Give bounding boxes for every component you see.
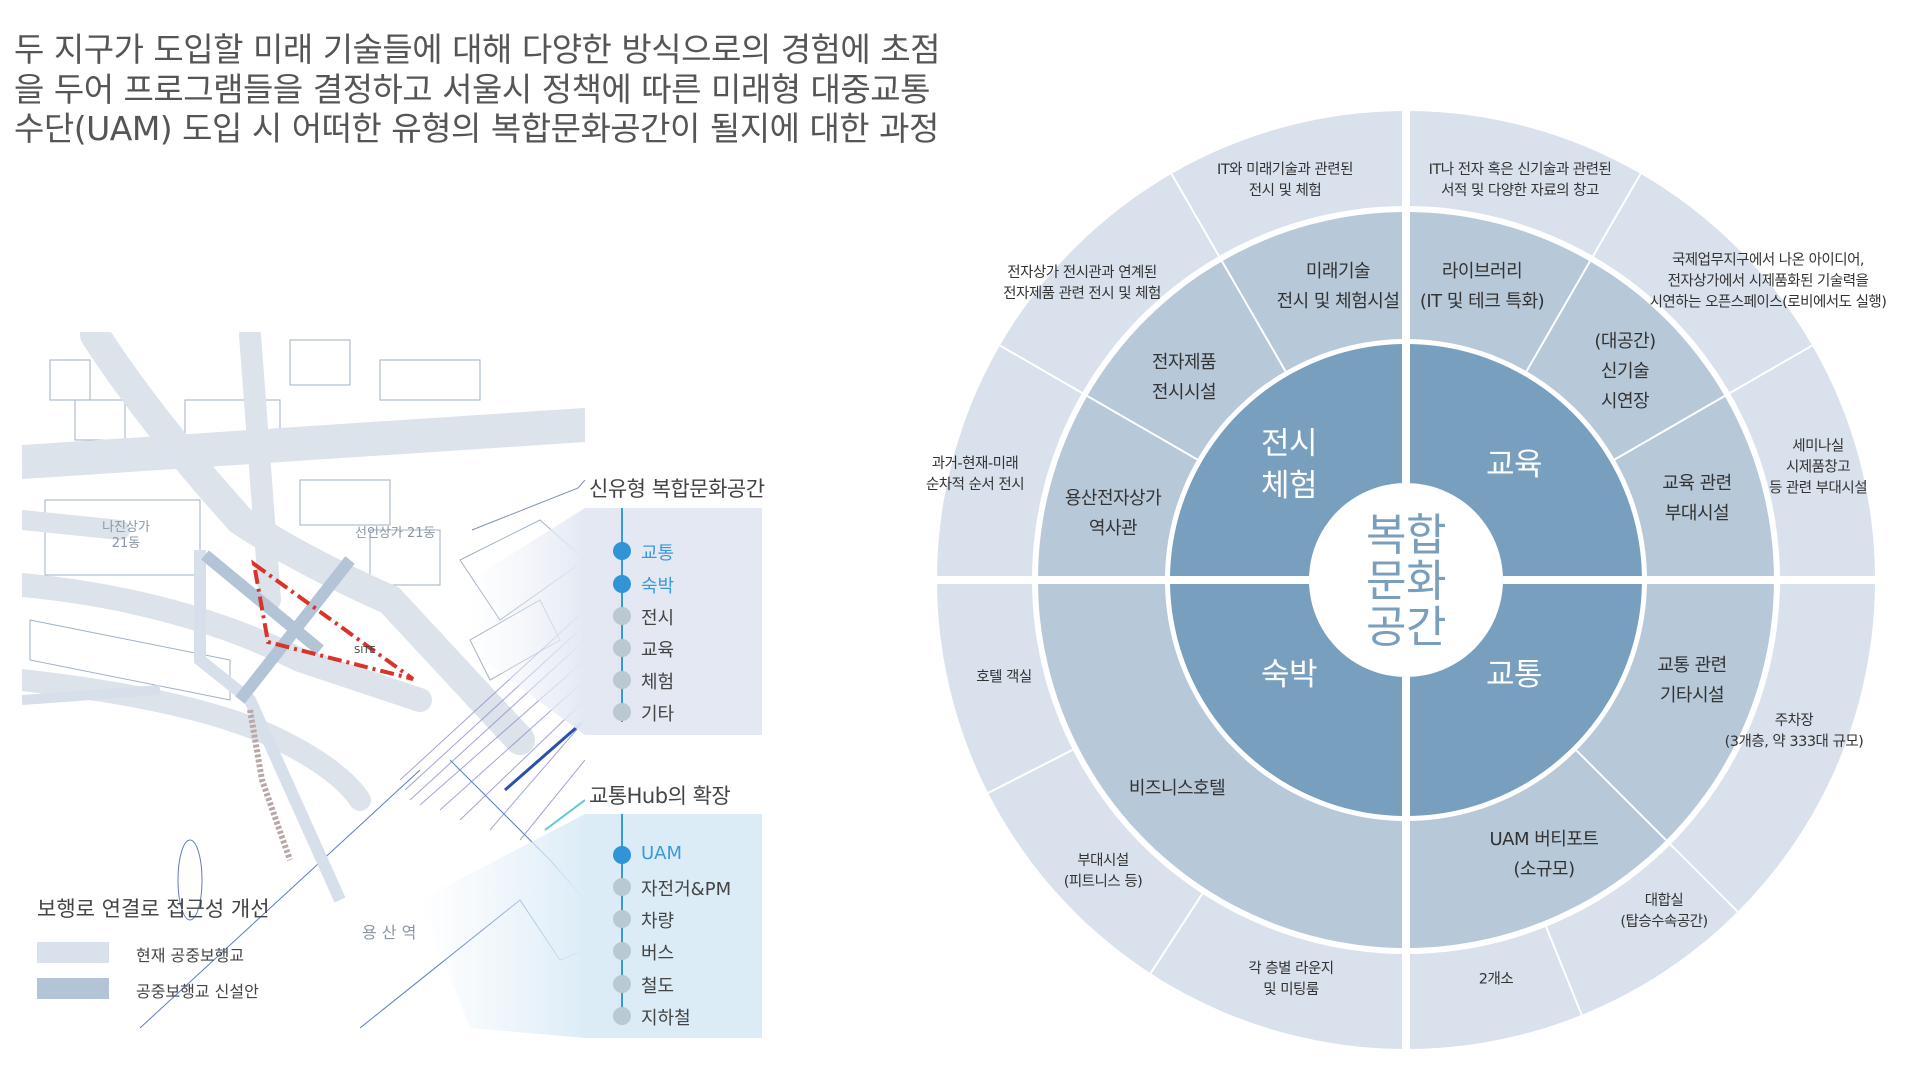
map-label-site: SITE [354, 645, 376, 656]
sector-divider [1669, 843, 1739, 913]
panel-item: 자전거&PM [641, 879, 732, 900]
bullet-dot-icon [613, 975, 631, 993]
outer-sector-label: 주차장 (3개층, 약 333대 규모) [1724, 713, 1864, 750]
bullet-dot-icon [613, 846, 631, 864]
bullet-dot-icon [613, 1007, 631, 1025]
legend-swatch-new [37, 978, 109, 999]
sector-divider [1221, 260, 1287, 372]
outer-sector-label: 과거-현재-미래 순차적 순서 전시 [925, 456, 1025, 493]
panel-item: UAM [641, 843, 683, 864]
panel-item: 체험 [641, 672, 675, 693]
panel-item: 기타 [641, 704, 675, 725]
outer-sector-label: 2개소 [1478, 971, 1514, 988]
middle-sector-label: 용산전자상가 역사관 [1064, 488, 1162, 539]
panel-item: 지하철 [641, 1008, 691, 1029]
bullet-dot-icon [613, 607, 631, 625]
legend-label-new: 공중보행교 신설안 [136, 982, 259, 1001]
panel-item: 교육 [641, 640, 675, 661]
panel-item: 숙박 [641, 576, 675, 597]
middle-sector-label: 미래기술 전시 및 체험시설 [1276, 261, 1400, 312]
panel-item: 교통 [641, 543, 675, 564]
bullet-dot-icon [613, 910, 631, 928]
map-label-seonin: 선인상가 21동 [355, 526, 436, 541]
panel-item: 전시 [641, 608, 675, 629]
bullet-dot-icon [613, 942, 631, 960]
sector-divider [1086, 395, 1198, 461]
bullet-dot-icon [613, 575, 631, 593]
middle-sector-label: 비즈니스호텔 [1128, 778, 1226, 799]
bullet-dot-icon [613, 671, 631, 689]
sector-divider [1545, 926, 1583, 1016]
legend-title: 보행로 연결로 접근성 개선 [37, 897, 270, 921]
sector-divider [987, 748, 1074, 794]
hub-panel-title: 교통Hub의 확장 [589, 784, 731, 808]
bullet-dot-icon [613, 703, 631, 721]
inner-sector-label: 전시 체험 [1260, 426, 1318, 504]
bullet-dot-icon [613, 639, 631, 657]
middle-sector-label: UAM 버티포트 (소규모) [1489, 829, 1599, 880]
outer-sector-label: IT나 전자 혹은 신기술과 관련된 서적 및 다양한 자료의 창고 [1428, 162, 1612, 199]
middle-sector-label: 교육 관련 부대시설 [1662, 473, 1732, 524]
description-title: 두 지구가 도입할 미래 기술들에 대해 다양한 방식으로의 경험에 초점을 두… [14, 30, 941, 148]
outer-sector-label: 대합실 (탑승수속공간) [1620, 893, 1708, 930]
panel-item: 차량 [641, 911, 675, 932]
existing-bridge [194, 550, 346, 903]
inner-sector-label: 교통 [1485, 657, 1543, 693]
middle-sector-label: 라이브러리 (IT 및 테크 특화) [1419, 261, 1545, 312]
middle-sector-label: 전자제품 전시시설 [1151, 352, 1217, 403]
outer-sector-label: 각 층별 라운지 및 미팅룸 [1248, 961, 1334, 998]
outer-sector-label: 부대시설 (피트니스 등) [1063, 853, 1143, 890]
wheel-center-label: 복합 문화 공간 [1366, 510, 1446, 653]
inner-ring [1169, 344, 1642, 817]
sector-divider [1729, 344, 1813, 394]
outer-sector-label: 국제업무지구에서 나온 아이디어, 전자상가에서 시제품화된 기술력을 시연하는… [1649, 252, 1887, 311]
outer-sector-label: 전자상가 전시관과 연계된 전자제품 관련 전시 및 체험 [1003, 265, 1161, 302]
panel-item: 버스 [641, 943, 675, 964]
inner-sector-label: 숙박 [1260, 657, 1318, 693]
inner-sector-label: 교육 [1485, 447, 1543, 483]
sector-divider [1592, 173, 1642, 257]
outer-sector-label: 호텔 객실 [976, 669, 1032, 686]
culture-panel-title: 신유형 복합문화공간 [589, 477, 765, 501]
site-boundary [251, 559, 415, 681]
middle-sector-label: 교통 관련 기타시설 [1657, 655, 1727, 706]
bullet-dot-icon [613, 542, 631, 560]
sector-divider [1170, 173, 1220, 257]
outer-sector-label: IT와 미래기술과 관련된 전시 및 체험 [1217, 162, 1353, 199]
sector-divider [1149, 893, 1204, 974]
legend-swatch-existing [37, 942, 109, 963]
middle-sector-label: (대공간) 신기술 시연장 [1594, 331, 1656, 412]
map-label-station: 용 산 역 [362, 923, 417, 942]
bullet-dot-icon [613, 878, 631, 896]
legend-label-existing: 현재 공중보행교 [136, 946, 245, 965]
sector-divider [1614, 395, 1726, 461]
panel-item: 철도 [641, 976, 675, 997]
outer-sector-label: 세미나실 시제품창고 등 관련 부대시설 [1768, 438, 1868, 497]
map-label-najin: 나진상가 21동 [102, 520, 150, 551]
sector-divider [999, 344, 1083, 394]
sector-divider [1525, 260, 1591, 372]
sector-divider [1575, 749, 1667, 841]
